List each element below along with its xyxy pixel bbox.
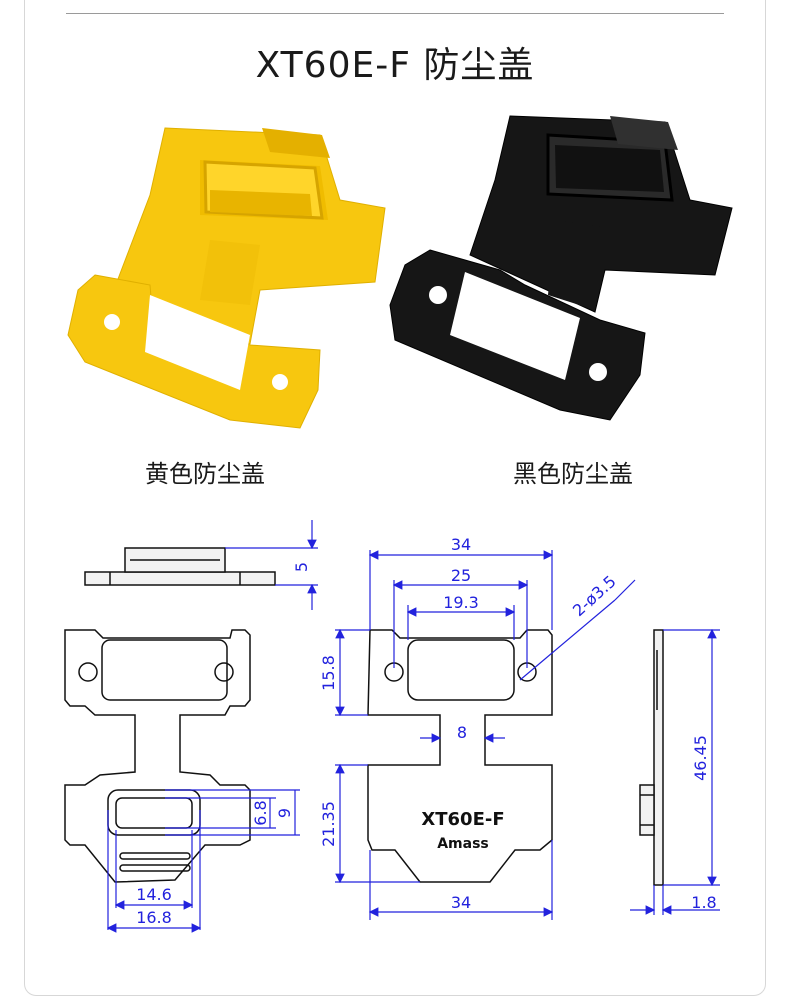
dim-opening-width: 19.3 xyxy=(443,593,479,612)
technical-drawings: 5 6.8 9 14.6 16.8 XT60E-F Amass xyxy=(64,520,720,933)
dim-total-height: 46.45 xyxy=(691,735,710,781)
dim-flange-height: 15.8 xyxy=(319,655,338,691)
product-photos xyxy=(67,115,733,429)
dim-outer-height: 9 xyxy=(275,808,294,818)
dim-neck-width: 8 xyxy=(457,723,467,742)
front-view-left xyxy=(64,629,251,883)
dim-height: 5 xyxy=(292,562,311,572)
dim-width-overall: 34 xyxy=(451,535,471,554)
dim-thickness: 1.8 xyxy=(691,893,716,912)
page-title: XT60E-F 防尘盖 xyxy=(255,45,535,86)
side-view-top xyxy=(84,547,276,586)
dim-holes: 2-ø3.5 xyxy=(569,572,620,620)
side-view-right xyxy=(639,629,664,886)
emboss-brand: Amass xyxy=(437,836,489,852)
yellow-cap-caption: 黄色防尘盖 xyxy=(145,460,265,488)
dim-bottom-width: 34 xyxy=(451,893,471,912)
black-cap-caption: 黑色防尘盖 xyxy=(513,460,633,488)
yellow-dust-cap-image xyxy=(67,127,386,429)
emboss-model: XT60E-F xyxy=(421,809,504,830)
top-divider xyxy=(66,13,724,14)
front-view-dimensioned xyxy=(367,629,553,883)
dim-hole-spacing: 25 xyxy=(451,566,471,585)
dim-cap-height: 21.35 xyxy=(319,801,338,847)
dim-inner-width: 14.6 xyxy=(136,885,172,904)
dim-outer-width: 16.8 xyxy=(136,908,172,927)
black-dust-cap-image xyxy=(389,115,733,421)
dim-inner-height: 6.8 xyxy=(251,800,270,825)
